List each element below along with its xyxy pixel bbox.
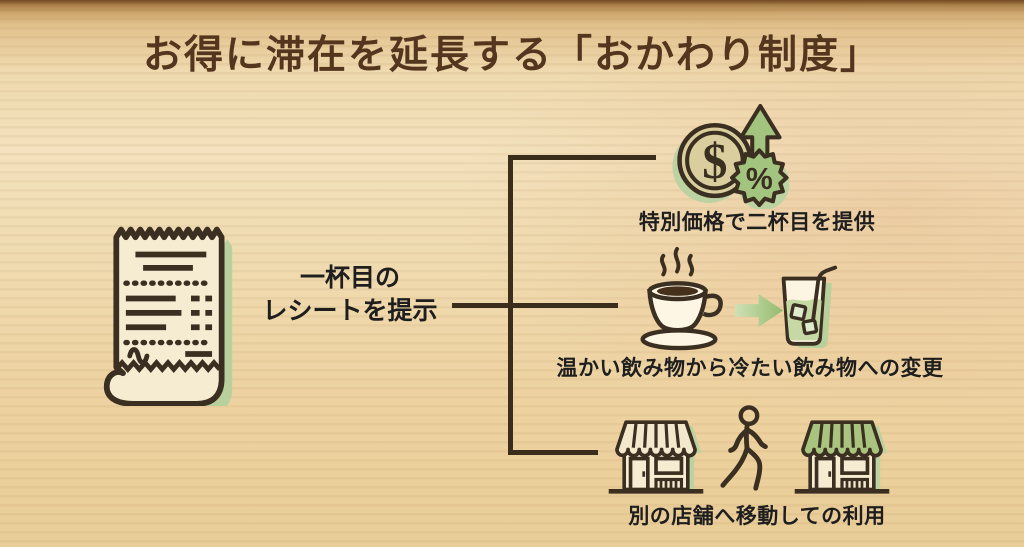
walking-person-icon bbox=[720, 405, 768, 491]
connector-bottom-branch bbox=[508, 450, 598, 455]
cup-body bbox=[647, 288, 708, 333]
store-door bbox=[814, 456, 836, 492]
price-up-icon-group: $ % bbox=[672, 104, 790, 209]
connector-top-branch bbox=[508, 155, 656, 160]
connector-middle-horizontal bbox=[452, 303, 618, 308]
connector-vertical-trunk bbox=[508, 155, 513, 455]
percent-badge-icon: % bbox=[730, 148, 789, 207]
receipt-paper bbox=[103, 226, 225, 406]
awning-stripes bbox=[817, 422, 867, 448]
branch1-caption: 特別価格で二杯目を提供 bbox=[638, 211, 876, 234]
arrow-right-icon bbox=[735, 294, 784, 327]
store-window bbox=[654, 456, 684, 475]
branch3-caption: 別の店舗へ移動しての利用 bbox=[628, 505, 886, 528]
steam-lines bbox=[659, 246, 695, 277]
store-door bbox=[628, 456, 650, 492]
cup-handle bbox=[702, 293, 723, 318]
person-back-leg bbox=[720, 446, 750, 488]
dollar-symbol: $ bbox=[702, 134, 727, 190]
person-head bbox=[738, 405, 760, 427]
receipt-torn-edge bbox=[114, 358, 222, 374]
person-front-arm bbox=[745, 427, 768, 450]
coffee-surface bbox=[656, 286, 699, 296]
person-front-leg bbox=[744, 446, 763, 491]
iced-drink-icon bbox=[781, 265, 838, 349]
straw bbox=[811, 265, 838, 322]
storefront-icon bbox=[794, 420, 890, 494]
ice-cube-2 bbox=[801, 318, 819, 336]
percent-symbol: % bbox=[746, 163, 773, 196]
saucer bbox=[640, 328, 718, 351]
source-label-line1: 一杯目の bbox=[299, 264, 400, 292]
ice-cube-1 bbox=[789, 303, 808, 321]
source-label: 一杯目の レシートを提示 bbox=[240, 262, 460, 327]
branch2-caption: 温かい飲み物から冷たい飲み物への変更 bbox=[556, 357, 944, 380]
person-back-arm bbox=[728, 427, 750, 453]
source-label-line2: レシートを提示 bbox=[262, 296, 438, 325]
awning-stripes bbox=[631, 422, 681, 448]
page-title: お得に滞在を延長する「おかわり制度」 bbox=[142, 34, 881, 77]
hot-coffee-icon bbox=[640, 246, 723, 351]
receipt-icon bbox=[103, 226, 233, 406]
receipt-lines bbox=[123, 251, 215, 365]
storefront-icon bbox=[608, 420, 704, 494]
store-window bbox=[840, 456, 870, 475]
